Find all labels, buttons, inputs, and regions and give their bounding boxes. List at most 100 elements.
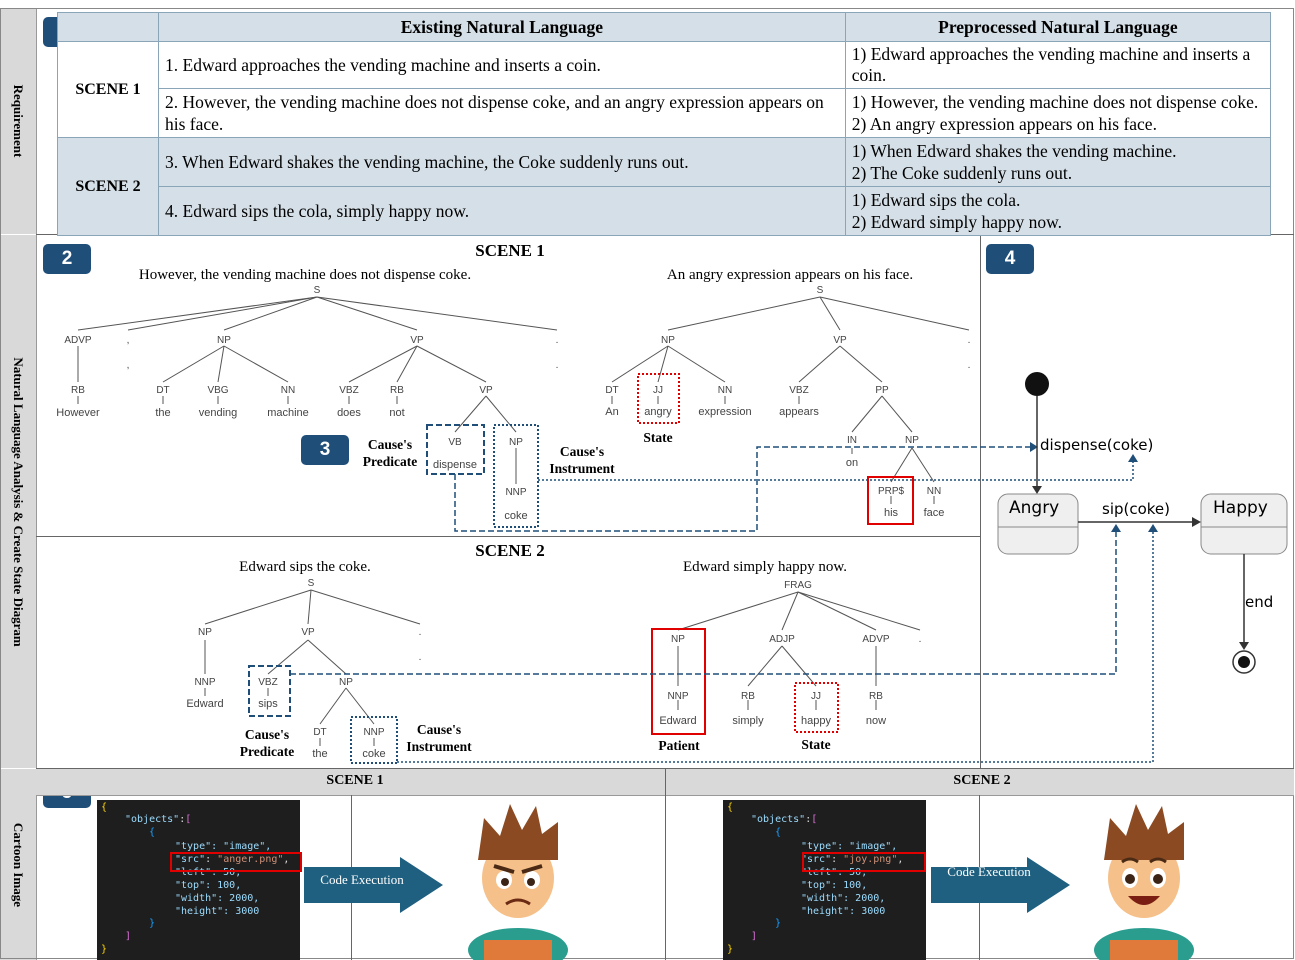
tree-leaf: angry [644,406,672,418]
tree-leaf: dispense [433,459,477,471]
patient-label: Patient [658,738,700,753]
src-highlight-box [170,852,302,872]
cause-predicate-label: Cause's Predicate [239,727,295,759]
tree-node: . [968,335,971,346]
tree-node: FRAG [784,580,812,591]
tree-leaf: does [337,407,361,419]
badge-3: 3 [301,435,349,465]
tree-node: NP [671,634,685,645]
badge-4: 4 [986,244,1034,274]
table-cell: 2) An angry expression appears on his fa… [851,114,1157,134]
transition-sip-label: sip(coke) [1102,500,1171,518]
state-box [794,682,839,733]
tree-node: , [127,360,130,371]
tree-leaf: happy [801,715,831,727]
tree-node: NN [718,385,732,396]
tree-node: VP [479,385,493,396]
scene1-title: SCENE 1 [475,241,545,260]
table-cell: 4. Edward sips the cola, simply happy no… [158,186,846,236]
tree-node: NP [217,335,231,346]
tree-node: IN [847,435,857,446]
tree-node: NN [281,385,295,396]
state-angry [997,493,1079,555]
tree-leaf: face [924,507,945,519]
tree-node: VBZ [258,677,277,688]
tree-node: NP [198,627,212,638]
tree-node: JJ [653,385,663,396]
tree-leaf: machine [267,407,309,419]
table-cell: 2. However, the vending machine does not… [158,88,846,138]
tree-leaf: expression [698,406,751,418]
tree-node: . [968,360,971,371]
tree-node: . [919,634,922,645]
code-execution-label: Code Execution [947,864,1031,879]
tree-node: , [127,335,130,346]
initial-state-icon [1025,372,1049,396]
tree-leaf: Edward [659,715,696,727]
scene1-label: SCENE 1 [57,41,159,138]
sentence-s1a: However, the vending machine does not di… [139,267,471,283]
divider [980,235,981,768]
tree-node: . [419,652,422,663]
angry-character-image [468,804,568,960]
tree-node: NP [905,435,919,446]
tree-node: RB [390,385,404,396]
happy-character-image [1094,804,1194,960]
tree-leaf: the [312,748,327,760]
tree-node: S [308,578,315,589]
tree-node: VBZ [339,385,358,396]
tree-node: S [314,285,321,296]
code-editor: { "objects":[ { "type": "image", "src": … [97,800,300,960]
state-label: State [801,737,831,752]
tree-node: RB [741,691,755,702]
patient-box [867,476,914,525]
connector-coke1 [538,460,1134,481]
tree-node: ADVP [64,335,92,346]
sentence-s2b: Edward simply happy now. [683,559,847,575]
tree-leaf: sips [258,698,278,710]
state-label: State [643,430,673,445]
cause-predicate-box [426,424,485,475]
table-cell: 2) The Coke suddenly runs out. [851,163,1073,183]
table-cell: 1) When Edward shakes the vending machin… [851,141,1177,161]
patient-box [651,628,706,735]
table-cell: 1) Edward approaches the vending machine… [844,41,1272,89]
src-highlight-box [802,852,926,872]
tree-leaf: Edward [186,698,223,710]
tree-node: NP [509,437,523,448]
tree-node: NNP [667,691,688,702]
code-editor: { "objects":[ { "type": "image", "src": … [723,800,926,960]
badge-2: 2 [43,244,91,274]
tree-node: . [556,360,559,371]
tree-node: NP [661,335,675,346]
transition-dispense-label: dispense(coke) [1040,436,1154,454]
tree-node: . [556,335,559,346]
divider [665,769,666,960]
col-existing-header: Existing Natural Language [158,12,846,42]
side-label-cartoon: Cartoon Image [0,769,37,960]
state-angry-label: Angry [1009,498,1060,518]
tree-node: DT [605,385,618,396]
col-preprocessed-header: Preprocessed Natural Language [844,12,1272,42]
table-cell: 1) However, the vending machine does not… [851,92,1259,112]
side-label-requirement: Requirement [0,8,37,234]
tree-node: VB [448,437,462,448]
tree-node: S [817,285,824,296]
tree-leaf: the [155,407,170,419]
code-execution-label: Code Execution [320,872,404,887]
tree-node: NNP [505,487,526,498]
outer-frame [0,8,1294,959]
cause-instrument-box [350,716,398,764]
cause-predicate-box [248,665,291,717]
tree-node: JJ [811,691,821,702]
tree-node: RB [869,691,883,702]
transition-end-label: end [1245,593,1274,611]
requirement-table: Existing Natural Language Preprocessed N… [57,12,1272,236]
tree-node: PRP$ [878,486,905,497]
tree-leaf: appears [779,406,819,418]
tree-node: ADJP [769,634,795,645]
tree-leaf: coke [362,748,385,760]
cause-instrument-label: Cause's Instrument [549,444,615,476]
tree-leaf: vending [199,407,238,419]
tree-leaf: coke [504,510,527,522]
